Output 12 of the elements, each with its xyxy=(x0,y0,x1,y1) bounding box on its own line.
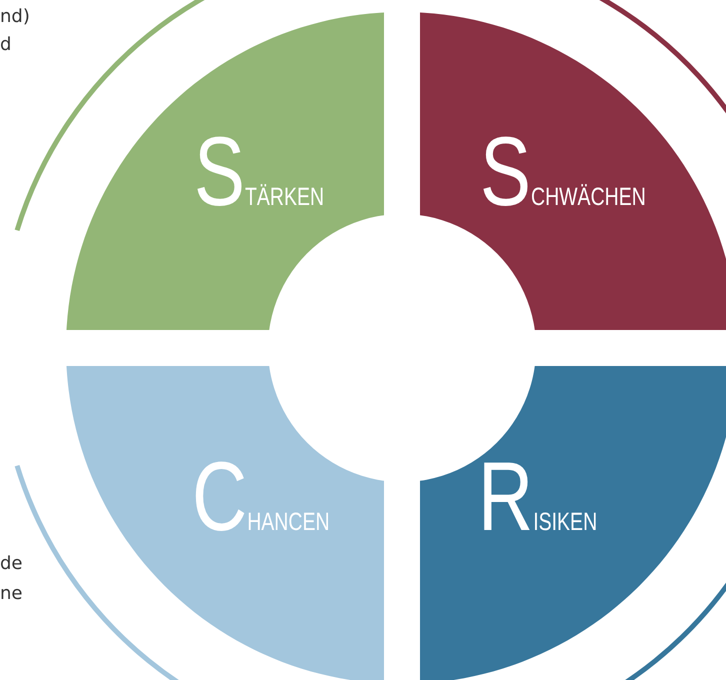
text-fragment: ne xyxy=(0,583,22,605)
quadrant-title: STÄRKEN xyxy=(194,122,324,220)
swot-quadrant xyxy=(66,12,384,330)
swot-quadrant xyxy=(420,12,726,330)
text-fragment: de xyxy=(0,553,22,575)
swot-quadrant xyxy=(420,366,726,680)
quadrant-title: RISIKEN xyxy=(478,447,598,545)
swot-quadrant xyxy=(66,366,384,680)
quadrant-title: CHANCEN xyxy=(192,447,330,545)
quadrant-title: SCHWÄCHEN xyxy=(480,122,646,220)
text-fragment: nd) xyxy=(0,6,30,28)
text-fragment: d xyxy=(0,34,12,56)
